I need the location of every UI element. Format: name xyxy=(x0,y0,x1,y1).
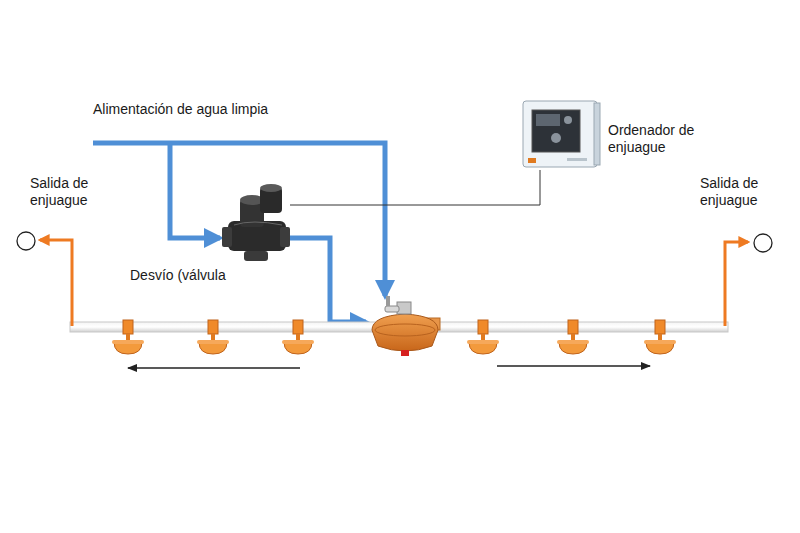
flush-output-line xyxy=(40,240,748,326)
node-label: Desvío (válvula xyxy=(130,267,226,284)
flush-outlet: Salida de enjuague xyxy=(16,231,36,251)
node-label: Salida de enjuague xyxy=(700,175,780,209)
nipple-drinker xyxy=(112,320,144,354)
outlet-shape xyxy=(753,233,773,253)
nipple-drinker xyxy=(467,320,499,354)
clean-water-line xyxy=(93,143,385,322)
rinse-controller: Ordenador de enjuague xyxy=(522,100,602,170)
valve-shape xyxy=(222,185,290,263)
supply-label: Alimentación de agua limpia xyxy=(93,101,268,118)
nipple-drinker xyxy=(644,320,676,354)
node-label: Ordenador de enjuague xyxy=(608,122,708,156)
pressure-regulator xyxy=(372,296,440,356)
controller-shape xyxy=(522,100,602,170)
bypass-valve: Desvío (válvula xyxy=(222,185,290,263)
nipple-drinker xyxy=(282,320,314,354)
outlet-shape xyxy=(16,231,36,251)
nipple-drinker xyxy=(557,320,589,354)
nipple-drinker xyxy=(197,320,229,354)
node-label: Salida de enjuague xyxy=(30,175,110,209)
flow-direction-arrow xyxy=(128,366,650,368)
control-wire xyxy=(290,170,540,205)
flush-outlet: Salida de enjuague xyxy=(753,233,773,253)
